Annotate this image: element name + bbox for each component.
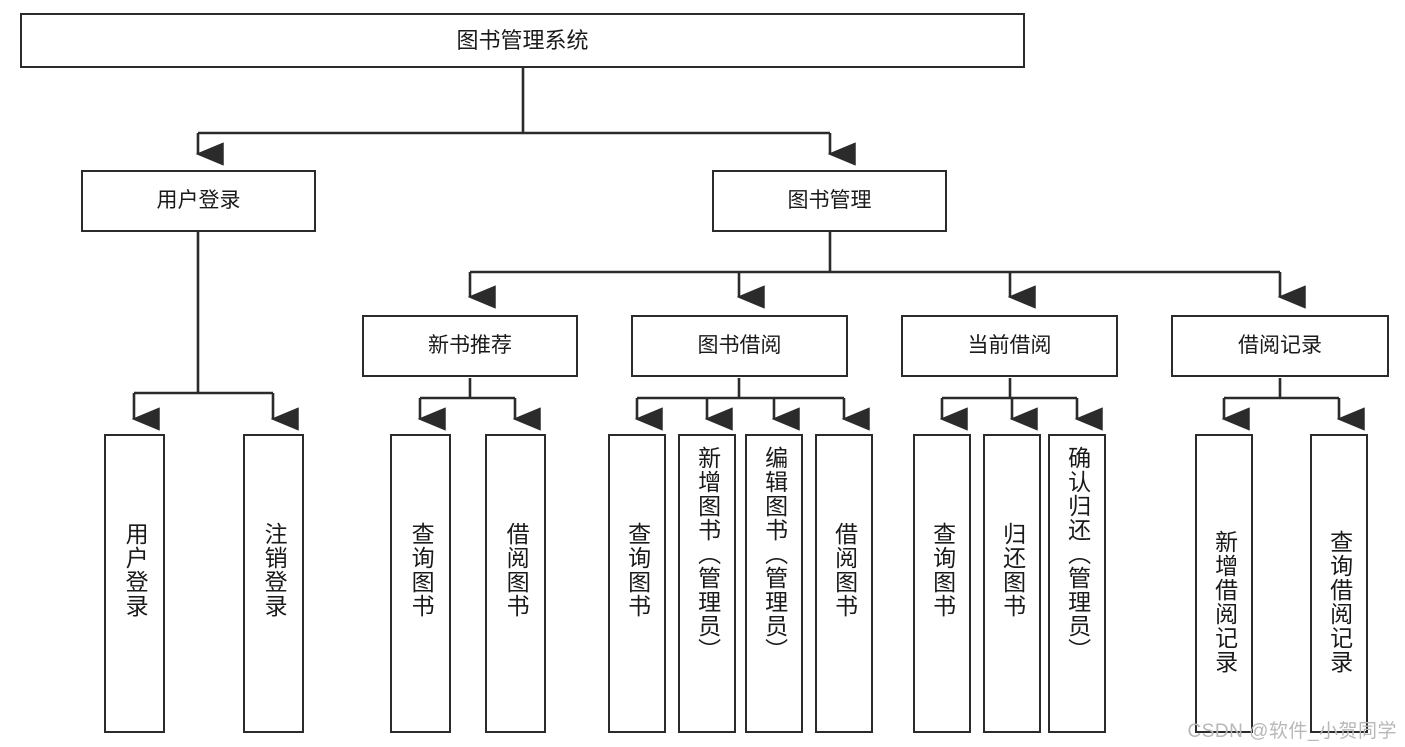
node-leaf-edit-book-label: 编辑图书（管理员） — [761, 446, 788, 662]
node-leaf-query-book-3-label: 查询图书 — [929, 522, 956, 618]
node-book-manage-label: 图书管理 — [787, 188, 872, 212]
node-current-borrow-label: 当前借阅 — [967, 333, 1052, 357]
node-leaf-add-book[interactable]: 新增图书（管理员） — [678, 434, 736, 733]
node-leaf-borrow-book-1-label: 借阅图书 — [503, 522, 530, 618]
node-leaf-query-record-label: 查询借阅记录 — [1326, 530, 1353, 674]
node-leaf-confirm-return-label: 确认归还（管理员） — [1064, 446, 1091, 662]
node-book-manage[interactable]: 图书管理 — [712, 170, 947, 232]
node-leaf-borrow-book-2-label: 借阅图书 — [831, 522, 858, 618]
node-new-book-recommend[interactable]: 新书推荐 — [362, 315, 578, 377]
node-leaf-user-logout[interactable]: 注销登录 — [243, 434, 304, 733]
node-leaf-user-logout-label: 注销登录 — [261, 522, 288, 618]
node-leaf-query-record[interactable]: 查询借阅记录 — [1310, 434, 1368, 733]
node-current-borrow[interactable]: 当前借阅 — [901, 315, 1118, 377]
node-user-login-label: 用户登录 — [156, 188, 241, 212]
node-book-borrow-label: 图书借阅 — [697, 333, 782, 357]
node-leaf-add-record[interactable]: 新增借阅记录 — [1195, 434, 1253, 733]
node-new-book-recommend-label: 新书推荐 — [428, 333, 512, 357]
node-leaf-query-book-1-label: 查询图书 — [408, 522, 435, 618]
node-leaf-user-login[interactable]: 用户登录 — [104, 434, 165, 733]
node-leaf-add-book-label: 新增图书（管理员） — [694, 446, 721, 662]
node-borrow-record-label: 借阅记录 — [1238, 333, 1322, 357]
node-leaf-borrow-book-2[interactable]: 借阅图书 — [815, 434, 873, 733]
node-leaf-query-book-1[interactable]: 查询图书 — [390, 434, 451, 733]
node-leaf-query-book-2-label: 查询图书 — [624, 522, 651, 618]
node-leaf-return-book[interactable]: 归还图书 — [983, 434, 1041, 733]
node-leaf-add-record-label: 新增借阅记录 — [1211, 530, 1238, 674]
node-leaf-return-book-label: 归还图书 — [999, 522, 1026, 618]
csdn-watermark: CSDN @软件_小贺同学 — [1187, 721, 1397, 742]
node-leaf-user-login-label: 用户登录 — [122, 522, 149, 618]
node-leaf-edit-book[interactable]: 编辑图书（管理员） — [745, 434, 803, 733]
node-borrow-record[interactable]: 借阅记录 — [1171, 315, 1389, 377]
node-root[interactable]: 图书管理系统 — [20, 13, 1025, 68]
node-book-borrow[interactable]: 图书借阅 — [631, 315, 848, 377]
node-leaf-query-book-2[interactable]: 查询图书 — [608, 434, 666, 733]
node-root-label: 图书管理系统 — [456, 27, 589, 53]
node-leaf-confirm-return[interactable]: 确认归还（管理员） — [1048, 434, 1106, 733]
node-leaf-borrow-book-1[interactable]: 借阅图书 — [485, 434, 546, 733]
node-leaf-query-book-3[interactable]: 查询图书 — [913, 434, 971, 733]
node-user-login[interactable]: 用户登录 — [81, 170, 316, 232]
